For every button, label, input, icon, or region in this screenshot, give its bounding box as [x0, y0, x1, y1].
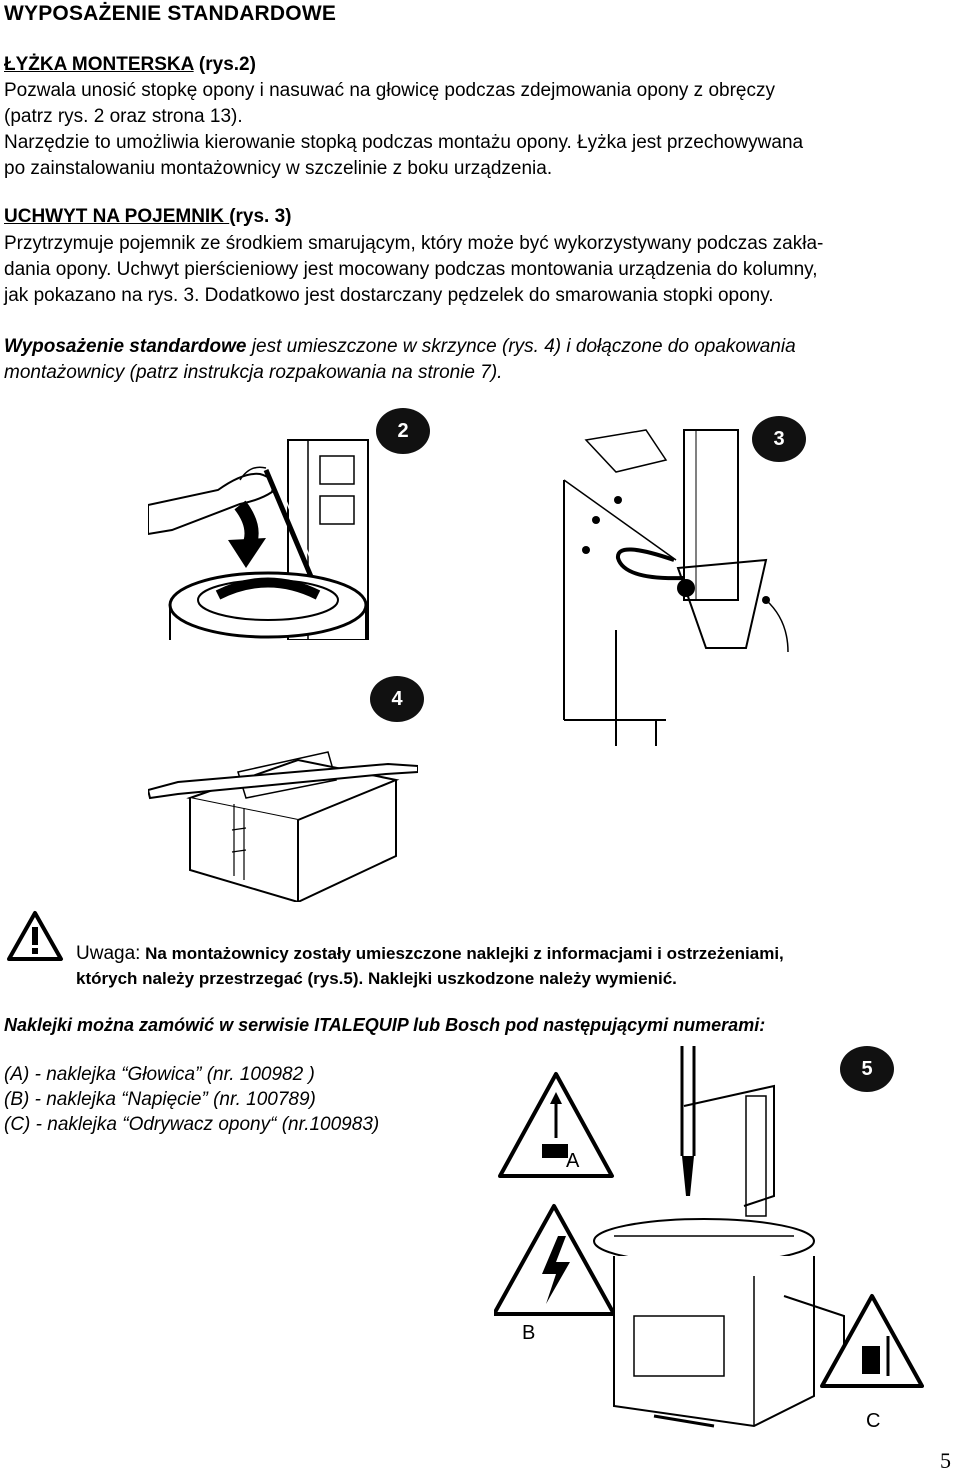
warning-line-2: których należy przestrzegać (rys.5). Nak…: [76, 969, 677, 988]
figure-3-badge: 3: [752, 416, 806, 462]
sticker-item-a: (A) - naklejka “Głowica” (nr. 100982 ): [4, 1064, 315, 1085]
sticker-item-c: (C) - naklejka “Odrywacz opony“ (nr.1009…: [4, 1114, 380, 1135]
figure-2-drawing: [147, 439, 369, 641]
warning-title: Uwaga:: [76, 943, 141, 964]
spoon-line-4: po zainstalowaniu montażownicy w szczeli…: [4, 158, 553, 179]
figure-5: 5 A B C: [492, 1046, 924, 1442]
figure-2: 2: [147, 400, 430, 641]
figure-3: 3: [556, 416, 820, 746]
figure-5-badge: 5: [840, 1046, 894, 1092]
figure-4-badge: 4: [370, 676, 424, 722]
standard-equipment-note-bold: Wyposażenie standardowe: [4, 336, 247, 357]
section-heading-spoon-underlined: ŁYŻKA MONTERSKA: [4, 54, 194, 75]
spoon-line-3: Narzędzie to umożliwia kierowanie stopką…: [4, 132, 804, 153]
holder-line-1: Przytrzymuje pojemnik ze środkiem smaruj…: [4, 233, 824, 254]
figure-5-drawing: [492, 1046, 924, 1428]
standard-equipment-note-rest: jest umieszczone w skrzynce (rys. 4) i d…: [246, 336, 796, 357]
page-number: 5: [940, 1448, 951, 1473]
holder-line-3: jak pokazano na rys. 3. Dodatkowo jest d…: [4, 285, 774, 306]
sticker-item-b: (B) - naklejka “Napięcie” (nr. 100789): [4, 1089, 316, 1110]
spoon-line-2: (patrz rys. 2 oraz strona 13).: [4, 106, 243, 127]
figure-2-badge: 2: [376, 408, 430, 454]
section-heading-spoon-ref: (rys.2): [193, 54, 256, 75]
section-heading-holder-ref: (rys. 3): [229, 206, 292, 227]
figure-3-drawing: [563, 429, 789, 746]
sticker-label-c: C: [866, 1410, 881, 1432]
spoon-line-1: Pozwala unosić stopkę opony i nasuwać na…: [4, 80, 775, 101]
section-heading-spoon: ŁYŻKA MONTERSKA (rys.2): [4, 54, 256, 76]
standard-equipment-note-line-1: Wyposażenie standardowe jest umieszczone…: [4, 334, 796, 360]
figure-4-drawing: [146, 751, 419, 904]
holder-line-2: dania opony. Uchwyt pierścieniowy jest m…: [4, 259, 818, 280]
figure-4: 4: [146, 676, 424, 904]
sticker-label-b: B: [522, 1322, 536, 1344]
order-note: Naklejki można zamówić w serwisie ITALEQ…: [4, 1015, 766, 1035]
warning-triangle-icon: [7, 911, 63, 961]
page-title: WYPOSAŻENIE STANDARDOWE: [4, 2, 337, 25]
sticker-label-a: A: [566, 1150, 580, 1172]
warning-line-1: Uwaga: Na montażownicy zostały umieszczo…: [76, 942, 784, 966]
standard-equipment-note-line-2: montażownicy (patrz instrukcja rozpakowa…: [4, 362, 503, 383]
section-heading-holder-underlined: UCHWYT NA POJEMNIK: [4, 206, 230, 227]
section-heading-holder: UCHWYT NA POJEMNIK (rys. 3): [4, 206, 292, 228]
warning-text-1: Na montażownicy zostały umieszczone nakl…: [140, 944, 784, 963]
